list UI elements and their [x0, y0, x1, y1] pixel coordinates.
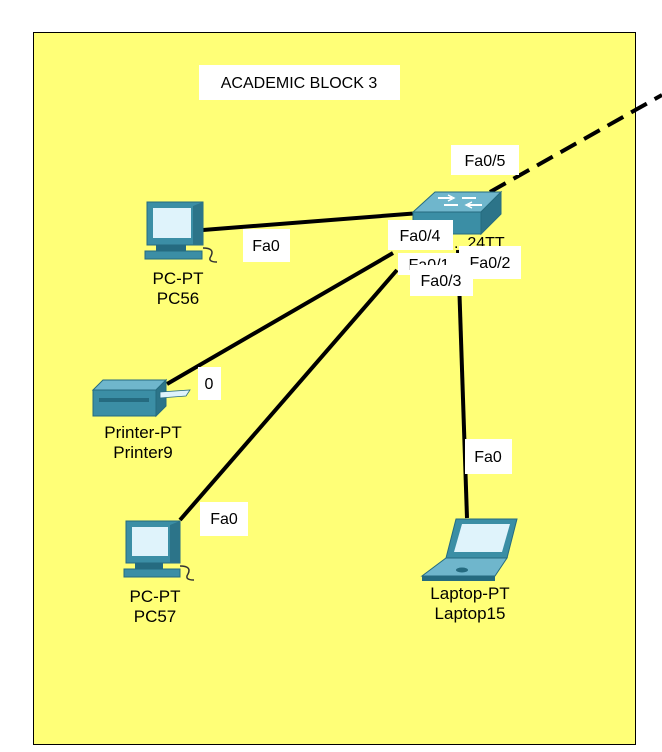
port-label-sw-uplink: Fa0/5 — [451, 145, 519, 175]
svg-text:Fa0/4: Fa0/4 — [400, 228, 441, 245]
port-label-sw-to-pc57: Fa0/3 — [410, 265, 473, 296]
pc57-name-label: PC57 — [134, 607, 177, 626]
area-title: ACADEMIC BLOCK 3 — [199, 65, 400, 100]
pc56-name-label: PC56 — [157, 289, 200, 308]
laptop15-name-label: Laptop15 — [435, 604, 506, 623]
port-label-pc56-nic: Fa0 — [243, 229, 290, 262]
printer9[interactable]: Printer-PT Printer9 — [91, 378, 191, 462]
port-label-sw-to-laptop: Fa0/2 — [459, 246, 521, 279]
printer9-type-label: Printer-PT — [104, 423, 181, 442]
port-label-laptop-nic: Fa0 — [465, 439, 512, 474]
pc56[interactable]: PC-PT PC56 — [144, 201, 218, 308]
link-switch-printer9[interactable] — [165, 251, 395, 386]
pc57-type-label: PC-PT — [130, 587, 181, 606]
svg-text:Fa0/2: Fa0/2 — [470, 255, 511, 272]
desktop-pc-icon — [144, 201, 218, 263]
laptop15[interactable]: Laptop-PT Laptop15 — [420, 518, 518, 623]
svg-text:Fa0/5: Fa0/5 — [465, 153, 506, 170]
port-label-pc57-nic: Fa0 — [200, 502, 248, 536]
printer-icon — [91, 378, 191, 418]
svg-text:Fa0/3: Fa0/3 — [421, 273, 462, 290]
pc56-type-label: PC-PT — [153, 269, 204, 288]
pc57[interactable]: PC-PT PC57 — [123, 520, 195, 626]
port-label-printer-nic: 0 — [198, 367, 221, 400]
link-switch-uplink[interactable] — [489, 93, 662, 194]
links — [165, 93, 662, 522]
svg-text:0: 0 — [205, 376, 214, 393]
svg-text:Fa0: Fa0 — [252, 238, 280, 255]
laptop15-type-label: Laptop-PT — [430, 584, 509, 603]
desktop-pc-icon — [123, 520, 195, 581]
svg-text:Fa0: Fa0 — [210, 511, 238, 528]
area-title-text: ACADEMIC BLOCK 3 — [221, 75, 378, 92]
svg-text:Fa0: Fa0 — [474, 449, 502, 466]
laptop-icon — [420, 518, 518, 581]
printer9-name-label: Printer9 — [113, 443, 173, 462]
link-switch-pc57[interactable] — [178, 268, 399, 522]
port-labels: Fa0/5 Fa0 Fa0/1 Fa0/4 Fa0/2 Fa0/3 0 Fa0 — [198, 145, 521, 536]
port-label-sw-to-pc56: Fa0/4 — [388, 220, 453, 250]
link-switch-pc56[interactable] — [202, 211, 421, 232]
